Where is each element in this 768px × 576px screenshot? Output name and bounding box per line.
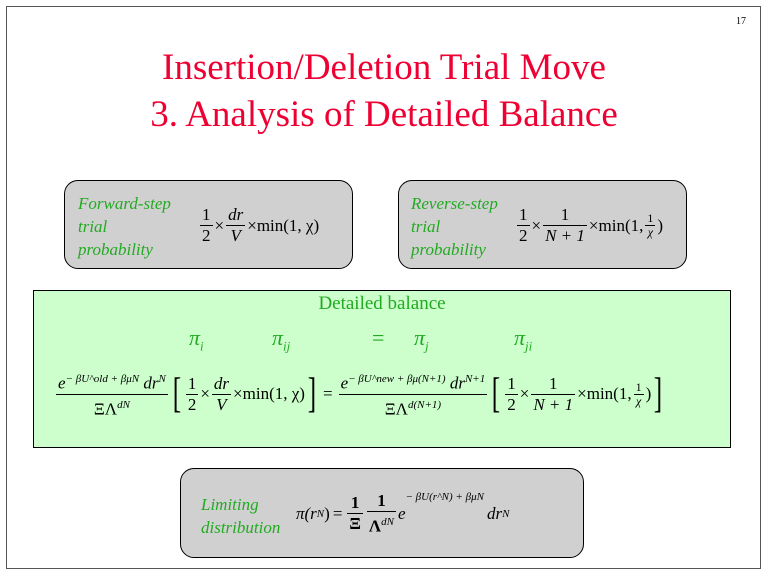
pi-i: πi [189,325,204,354]
slide-title-line2: 3. Analysis of Detailed Balance [150,94,618,135]
slide-frame [6,6,761,569]
page-number: 17 [736,16,746,27]
pi-j: πj [414,325,429,354]
detailed-balance-box: Detailed balance πi πij = πj πji e− βU^o… [33,290,731,448]
pi-ij: πij [272,325,291,354]
equals-sign: = [372,325,385,350]
slide-title-line1: Insertion/Deletion Trial Move [162,47,606,88]
pi-ji: πji [514,325,533,354]
detailed-balance-heading: Detailed balance [318,293,446,314]
